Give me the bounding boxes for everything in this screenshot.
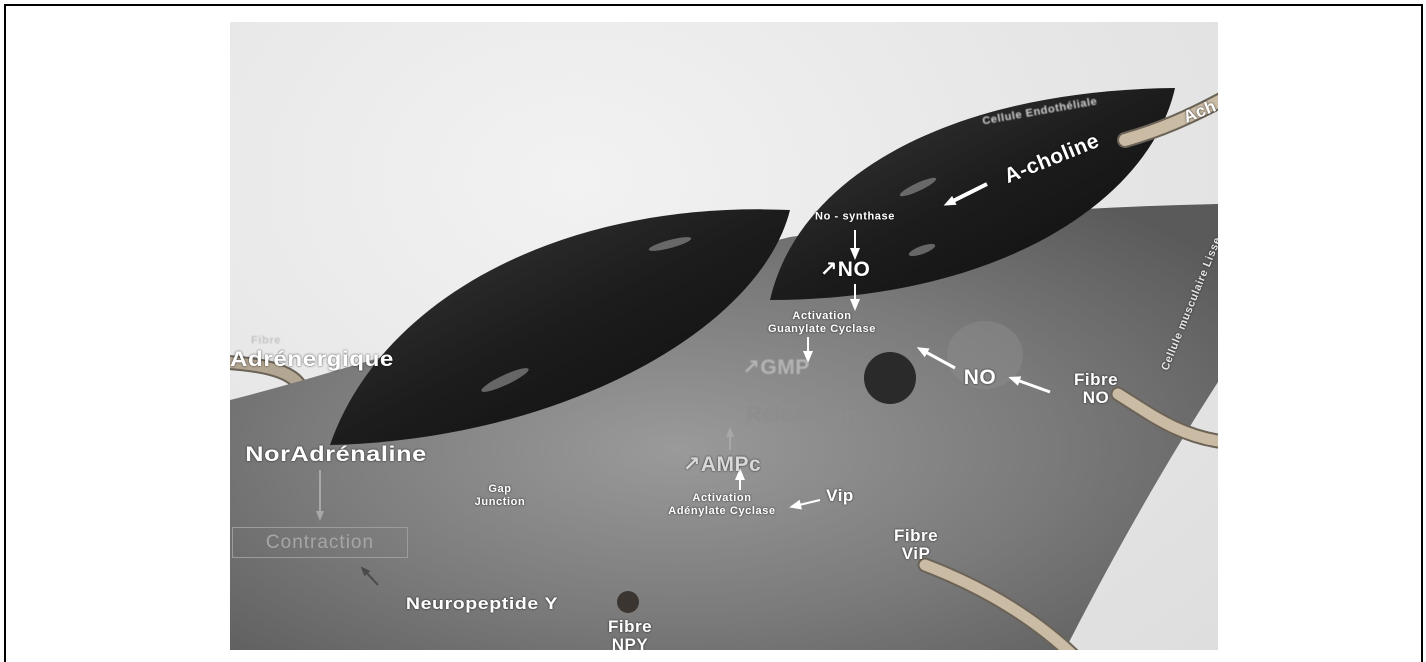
gmp-label: ↗GMP [742,357,809,379]
fibre-npy-line-1: Fibre [608,618,652,636]
no-label: NO [964,367,997,389]
fibre-npy-label: Fibre NPY [608,618,652,650]
ampc-label: ↗AMPc [683,454,761,476]
fibre-vip-line-1: Fibre [894,527,938,545]
fibre-no-line-1: Fibre [1074,371,1118,389]
adenylate-line-2: Adénylate Cyclase [668,505,775,518]
gap-junction-line-2: Junction [475,496,526,509]
adenylate-line-1: Activation [668,492,775,505]
no-synthase-label: No - synthase [815,211,895,224]
contraction-box: Contraction [232,527,408,558]
vip-label: Vip [826,487,854,505]
diagram-panel: Cellule Endothéliale Cellule musculaire … [230,22,1218,650]
fibre-vip-line-2: ViP [894,545,938,563]
fibre-npy-line-2: NPY [608,636,652,650]
enzyme-circle [864,352,916,404]
neuropeptide-y-label: Neuropeptide Y [406,595,558,613]
gap-junction-label: Gap Junction [475,483,526,509]
fibre-no-line-2: NO [1074,389,1118,407]
adenylate-cyclase-label: Activation Adénylate Cyclase [668,492,775,518]
relaxation-label: Relaxation [746,404,857,426]
fibre-vip-label: Fibre ViP [894,527,938,563]
noradrenaline-label: NorAdrénaline [245,444,426,466]
no-increase-label: ↗NO [820,259,871,281]
guanylate-line-2: Guanylate Cyclase [768,323,876,336]
fibre-no-label: Fibre NO [1074,371,1118,407]
fibre-adrenergic-label: Fibre [251,335,281,348]
guanylate-line-1: Activation [768,310,876,323]
guanylate-cyclase-label: Activation Guanylate Cyclase [768,310,876,336]
gap-junction-line-1: Gap [475,483,526,496]
adrenergic-label: Adrénergique [230,349,394,371]
npy-fibre-ending [617,591,639,613]
